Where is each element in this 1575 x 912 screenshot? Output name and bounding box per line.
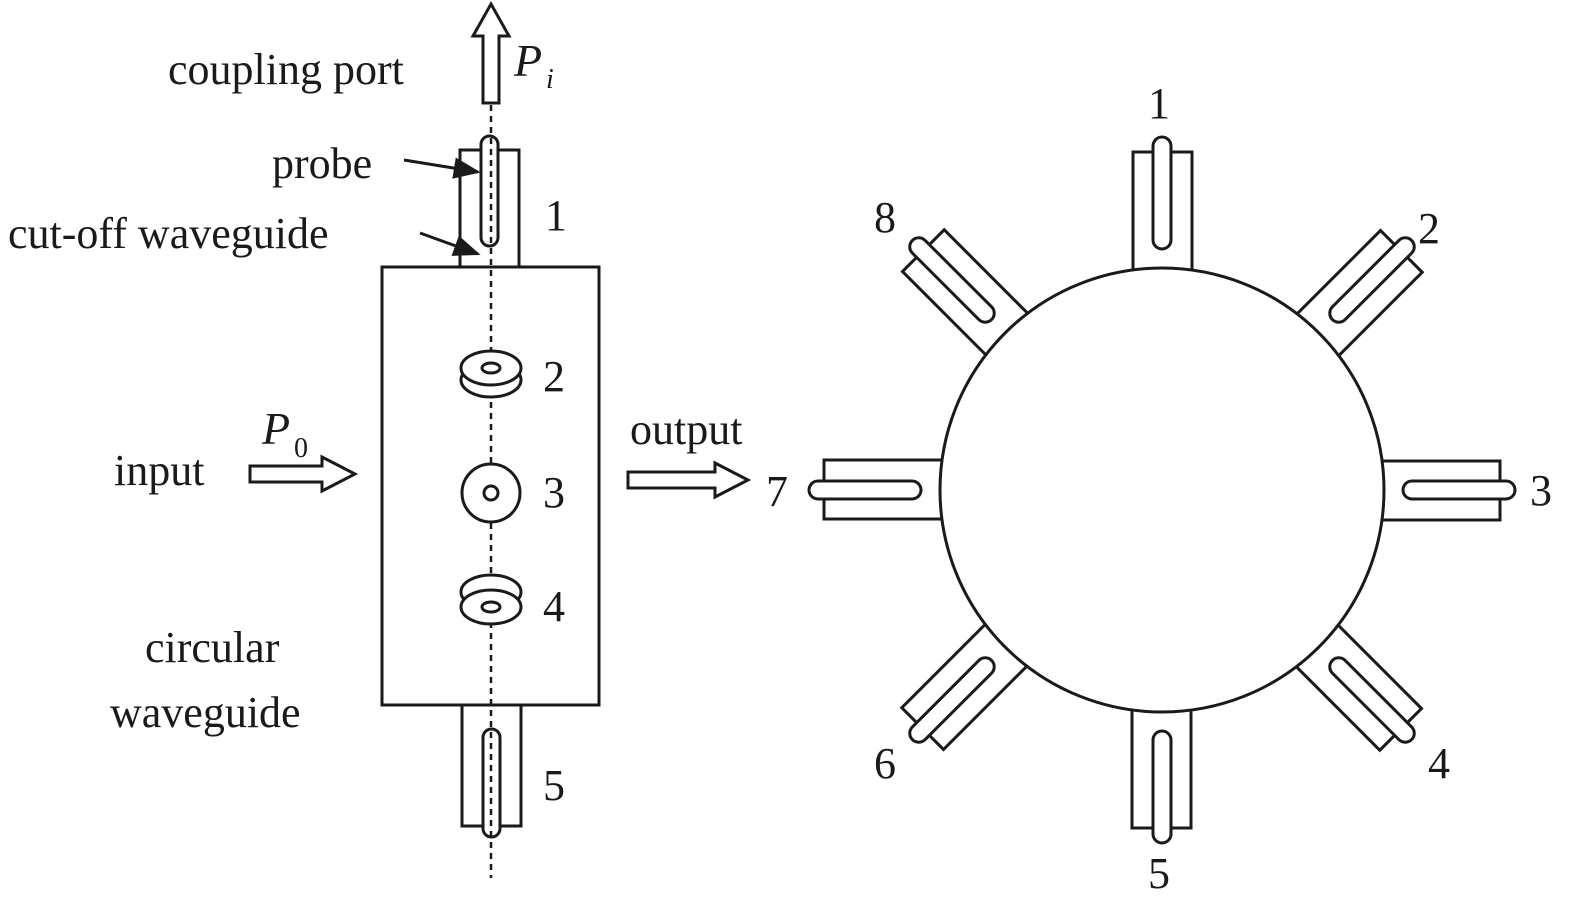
top-port-label-3: 3: [1530, 466, 1552, 515]
side-probe-4: [459, 573, 523, 626]
input-arrow: [248, 454, 359, 494]
circular-waveguide-label-line2: waveguide: [110, 688, 301, 737]
side-probe-2: [459, 349, 523, 399]
side-port-label-5: 5: [543, 761, 565, 810]
cutoff-waveguide-label: cut-off waveguide: [8, 209, 329, 258]
top-view: 1 2 3 4 5 6 7 8: [766, 79, 1552, 898]
circular-waveguide-label-line1: circular: [145, 623, 280, 672]
side-port-label-1: 1: [545, 191, 567, 240]
side-view: coupling port P i 1: [8, 0, 601, 878]
output-connector: output: [626, 405, 752, 500]
side-port-label-3: 3: [543, 468, 565, 517]
coupling-port-label: coupling port: [168, 45, 404, 94]
coupling-port-arrow: [470, 0, 512, 105]
top-port-stub-5: [1130, 708, 1193, 845]
top-port-label-8: 8: [874, 193, 896, 242]
probe-top: [479, 134, 500, 248]
side-port-label-2: 2: [543, 352, 565, 401]
p0-subscript: 0: [294, 433, 308, 464]
top-port-stub-7: [807, 458, 944, 521]
top-port-label-2: 2: [1418, 204, 1440, 253]
circular-waveguide-cross-section: [938, 266, 1386, 714]
input-label: input: [114, 446, 204, 495]
side-probe-3: [460, 462, 522, 524]
top-port-stub-2: [1294, 228, 1425, 358]
side-port-label-4: 4: [543, 582, 565, 631]
top-port-stub-6: [899, 622, 1030, 752]
output-arrow: [626, 460, 752, 500]
top-port-label-1: 1: [1148, 79, 1170, 128]
output-label: output: [630, 405, 742, 454]
top-port-stub-1: [1131, 135, 1194, 272]
p0-label: P: [261, 403, 290, 454]
pi-label: P: [513, 35, 542, 86]
top-port-label-4: 4: [1428, 739, 1450, 788]
top-port-label-7: 7: [766, 467, 788, 516]
probe-label: probe: [272, 139, 372, 188]
cutoff-waveguide-leader: [419, 231, 481, 256]
top-port-stub-3: [1380, 459, 1517, 522]
probe-leader: [403, 157, 481, 179]
top-port-label-5: 5: [1148, 849, 1170, 898]
pi-subscript: i: [546, 64, 554, 95]
top-port-label-6: 6: [874, 739, 896, 788]
